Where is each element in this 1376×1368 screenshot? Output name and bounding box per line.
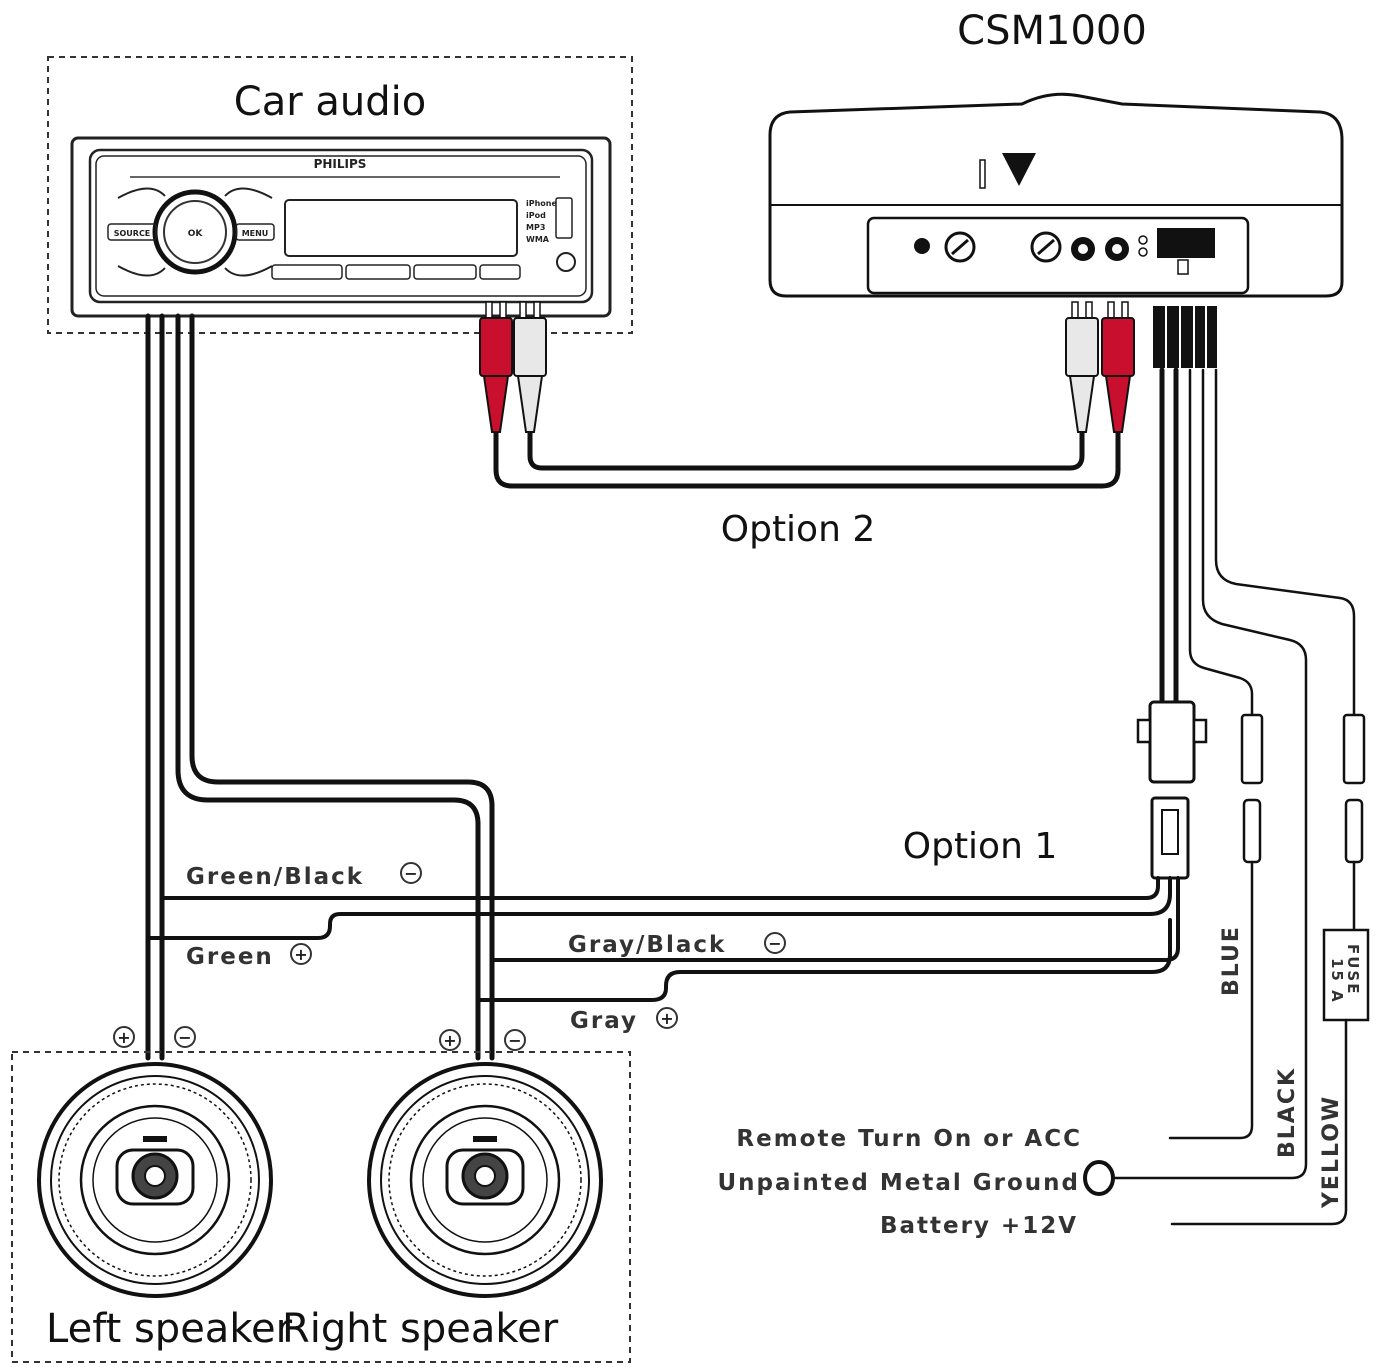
rca-plug-red-left (479, 301, 513, 433)
yellow-wire-label: YELLOW (1319, 1095, 1344, 1209)
csm-title: CSM1000 (957, 8, 1147, 54)
csm-power-connector (1157, 228, 1215, 258)
brand-label: PHILIPS (314, 157, 367, 171)
car-audio-group: Car audio PHILIPS OK SOURCE MENU iPhone … (47, 56, 633, 334)
fuse-rating: 15 A (1328, 958, 1346, 1004)
car-audio-title: Car audio (234, 79, 426, 125)
high-level-harness: Option 1 Green/Black − Green + Gray/Blac… (146, 306, 1217, 1034)
battery-label: Battery +12V (880, 1213, 1078, 1239)
option-2-label: Option 2 (721, 509, 876, 550)
right-speaker (367, 1062, 603, 1298)
rca-plug-white-left (513, 301, 547, 433)
svg-text:−: − (404, 864, 417, 883)
car-audio-dashed-box (47, 56, 633, 334)
svg-text:−: − (768, 934, 781, 953)
gray-black-label: Gray/Black (568, 932, 726, 958)
speakers-dashed-box (11, 1051, 631, 1363)
svg-text:+: + (443, 1031, 456, 1050)
svg-text:MP3: MP3 (526, 223, 545, 232)
harness-plug (1153, 306, 1217, 368)
csm1000-group: CSM1000 (768, 8, 1344, 298)
knob-ok-label: OK (188, 229, 204, 239)
svg-text:+: + (294, 945, 307, 964)
ground-label: Unpainted Metal Ground (718, 1170, 1081, 1196)
arrow-down-icon (1002, 153, 1036, 186)
svg-text:MENU: MENU (242, 229, 269, 238)
fuse-label: FUSE (1344, 944, 1362, 995)
right-speaker-label: Right speaker (282, 1306, 559, 1352)
svg-text:+: + (660, 1009, 673, 1028)
rca-cable-option-2: Option 2 (479, 301, 1135, 550)
rca-plug-white-right (1065, 301, 1099, 433)
power-wires: BLUE BLACK FUSE 15 A YELLOW Remote Turn … (718, 368, 1370, 1239)
ground-ring-terminal (1083, 1160, 1115, 1196)
svg-text:iPod: iPod (526, 211, 546, 220)
aux-jack-icon (556, 252, 576, 272)
gray-label: Gray (570, 1008, 638, 1034)
svg-text:−: − (508, 1031, 521, 1050)
speaker-wires (145, 313, 495, 1061)
head-unit-display (284, 199, 518, 257)
svg-text:SOURCE: SOURCE (114, 229, 151, 238)
svg-text:iPhone: iPhone (526, 199, 557, 208)
source-button (107, 223, 157, 241)
svg-text:+: + (117, 1028, 130, 1047)
head-unit: PHILIPS OK SOURCE MENU iPhone iPod MP3 W… (70, 136, 612, 318)
volume-knob (152, 189, 238, 275)
blue-wire-label: BLUE (1219, 925, 1244, 996)
harness-connector-male (1150, 796, 1190, 880)
speakers-group: + − + − Left speaker (11, 1026, 631, 1363)
black-wire-label: BLACK (1275, 1067, 1300, 1158)
green-black-label: Green/Black (186, 864, 364, 890)
harness-connector-female (1136, 700, 1208, 784)
fuse-box (1322, 928, 1370, 1022)
left-speaker (37, 1062, 273, 1298)
option-1-label: Option 1 (903, 826, 1058, 867)
svg-text:WMA: WMA (526, 235, 550, 244)
svg-text:−: − (178, 1028, 191, 1047)
left-speaker-label: Left speaker (46, 1306, 293, 1352)
usb-port-icon (555, 197, 573, 239)
rca-plug-red-right (1101, 301, 1135, 433)
menu-button (235, 223, 275, 241)
remote-turn-on-label: Remote Turn On or ACC (736, 1126, 1082, 1152)
green-label: Green (186, 944, 274, 970)
